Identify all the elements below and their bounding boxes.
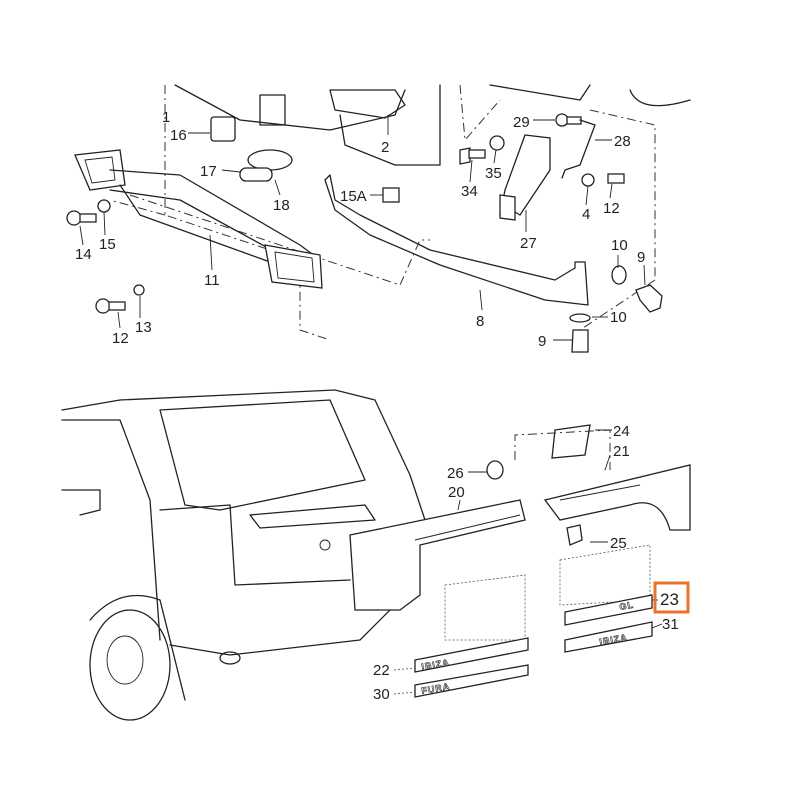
callout-31[interactable]: 31 (662, 616, 679, 633)
callout-labels: 1 16 17 18 2 15A 29 28 35 34 27 4 12 14 … (75, 109, 679, 703)
callout-23[interactable]: 23 (660, 590, 679, 609)
callout-4[interactable]: 4 (582, 206, 590, 223)
gl-emblem: GL (619, 600, 635, 612)
callout-21[interactable]: 21 (613, 443, 630, 460)
part-8-bumper-trim (324, 174, 589, 306)
car-rear-illustration (61, 389, 426, 721)
callout-13[interactable]: 13 (135, 319, 152, 336)
leader-lines (79, 115, 663, 695)
callout-26[interactable]: 26 (447, 465, 464, 482)
part-11-bumper-carrier (74, 149, 323, 289)
callout-12-top[interactable]: 12 (603, 200, 620, 217)
callout-15A[interactable]: 15A (340, 188, 367, 205)
part-27-bracket (499, 134, 551, 221)
callout-9-bottom[interactable]: 9 (538, 333, 546, 350)
callout-9-top[interactable]: 9 (637, 249, 645, 266)
callout-16[interactable]: 16 (170, 127, 187, 144)
callout-25[interactable]: 25 (610, 535, 627, 552)
small-fasteners (66, 113, 663, 353)
callout-27[interactable]: 27 (520, 235, 537, 252)
callout-29[interactable]: 29 (513, 114, 530, 131)
callout-10-bottom[interactable]: 10 (610, 309, 627, 326)
fura-emblem: FURA (421, 681, 451, 696)
callout-12-left[interactable]: 12 (112, 330, 129, 347)
callout-10-top[interactable]: 10 (611, 237, 628, 254)
part-21-side-panel (486, 424, 691, 606)
callout-34[interactable]: 34 (461, 183, 478, 200)
part-20-side-panel (349, 499, 526, 641)
callout-15[interactable]: 15 (99, 236, 116, 253)
callout-2[interactable]: 2 (381, 139, 389, 156)
callout-8[interactable]: 8 (476, 313, 484, 330)
callout-28[interactable]: 28 (614, 133, 631, 150)
callout-14[interactable]: 14 (75, 246, 92, 263)
callout-30[interactable]: 30 (373, 686, 390, 703)
callout-35[interactable]: 35 (485, 165, 502, 182)
callout-17[interactable]: 17 (200, 163, 217, 180)
callout-24[interactable]: 24 (613, 423, 630, 440)
callout-11[interactable]: 11 (204, 272, 220, 289)
callout-20[interactable]: 20 (448, 484, 465, 501)
callout-1[interactable]: 1 (162, 109, 170, 126)
highlight-box-23 (653, 581, 690, 614)
trim-strips (414, 594, 653, 698)
callout-18[interactable]: 18 (273, 197, 290, 214)
callout-22[interactable]: 22 (373, 662, 390, 679)
